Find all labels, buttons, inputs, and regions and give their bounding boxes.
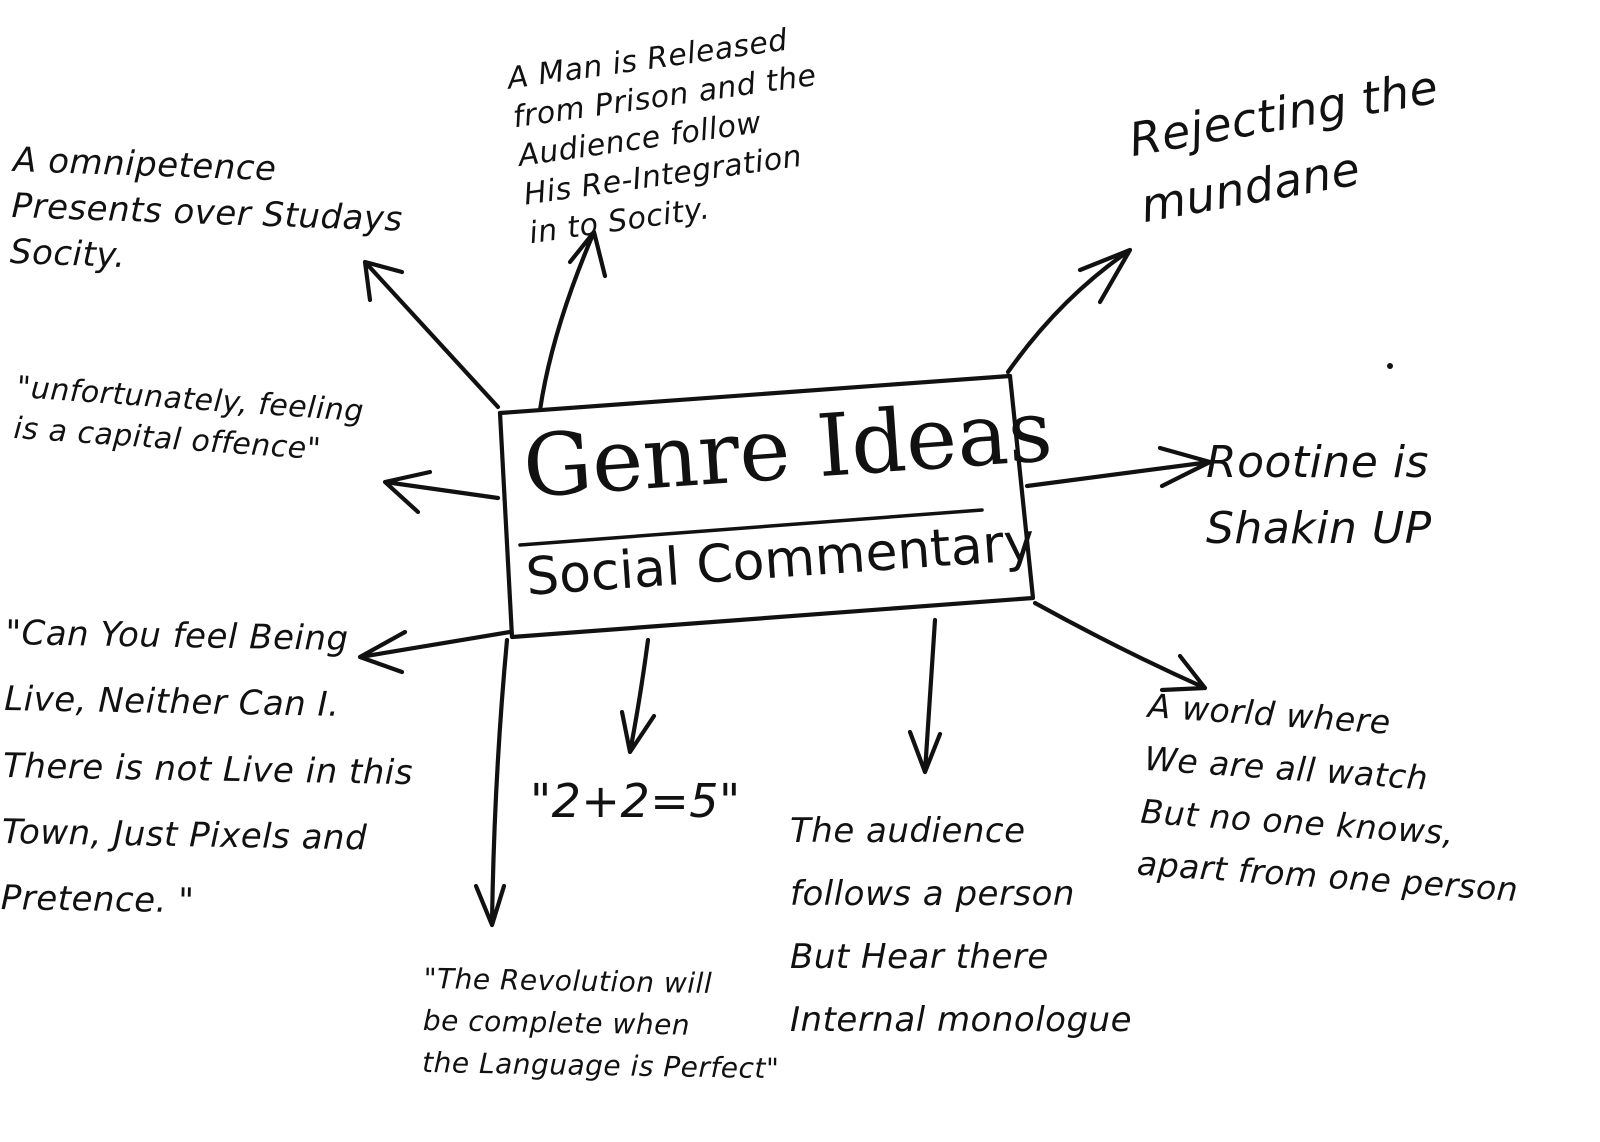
note-can-you-feel: "Can You feel Being Live, Neither Can I.… <box>0 612 414 922</box>
center-box <box>497 373 1036 640</box>
stray-dot <box>1387 363 1393 369</box>
title-underline <box>518 508 984 547</box>
note-two-plus-two: "2+2=5" <box>530 774 741 828</box>
arrow-to-man-released <box>537 229 608 413</box>
arrow-to-two-plus-two <box>619 637 657 755</box>
arrow-to-world-where <box>1032 600 1208 693</box>
arrow-to-omnipotence <box>362 259 501 410</box>
arrow-to-revolution <box>473 637 510 928</box>
note-revolution: "The Revolution will be complete when th… <box>421 961 780 1086</box>
arrow-to-unfortunately <box>382 469 501 515</box>
note-world-where: A world where We are all watch But no on… <box>1135 685 1520 910</box>
arrow-to-audience-follows <box>907 617 943 775</box>
arrow-to-rejection <box>1005 247 1133 375</box>
arrow-to-routine <box>1024 445 1213 489</box>
note-audience-follows: The audience follows a person But Hear t… <box>790 811 1133 1040</box>
arrow-to-can-you-feel <box>357 629 513 675</box>
note-omnipotence: A omnipetence Presents over Studays Soci… <box>9 139 404 276</box>
note-routine: Rootine is Shakin UP <box>1206 437 1432 554</box>
